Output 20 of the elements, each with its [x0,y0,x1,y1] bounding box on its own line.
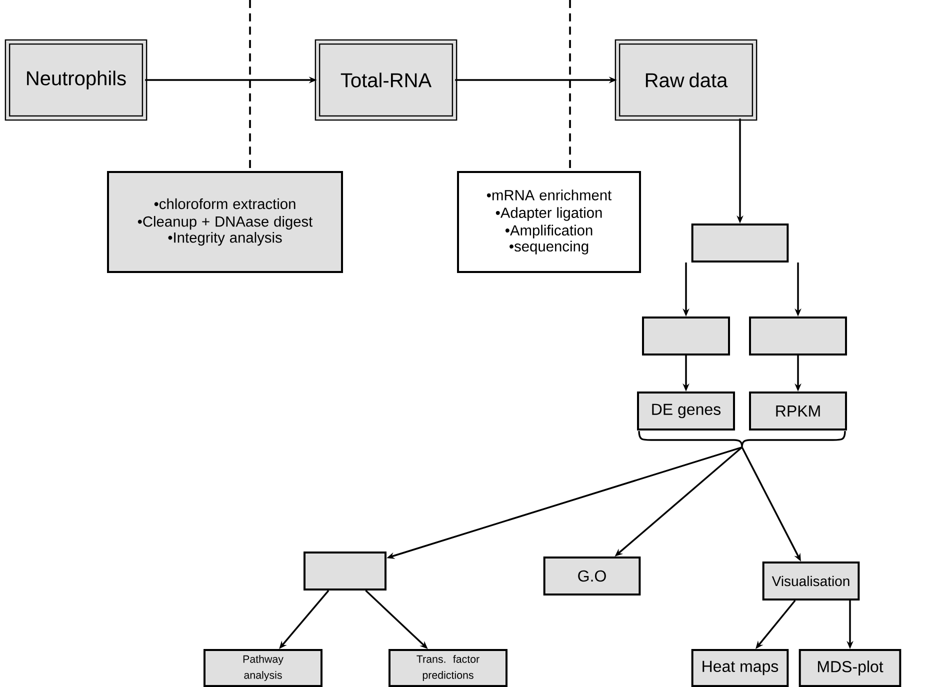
process-box: Heat maps [691,649,789,687]
process-box: MDS-plot [798,649,902,687]
process-box: Trans. factor predictions [388,649,508,687]
process-box: Visualisation [762,562,860,600]
dashed-line [249,0,251,171]
process-box [642,316,730,356]
process-box: Total-RNA [314,39,458,121]
bracket [638,430,846,448]
process-box [691,224,789,262]
process-box: RPKM [749,392,847,430]
note-box: •mRNA enrichment •Adapter ligation •Amplification •sequencing [457,171,641,273]
process-box [749,316,847,356]
process-box [304,552,386,590]
process-box: Pathway analysis [204,649,322,687]
process-box: G.O [543,556,641,596]
note-box: •chloroform extraction •Cleanup + DNAase digest •Integrity analysis [107,171,343,273]
dashed-line [569,0,571,171]
process-box: Raw data [614,39,758,121]
process-box: Neutrophils [4,39,148,121]
process-box: DE genes [637,392,735,430]
